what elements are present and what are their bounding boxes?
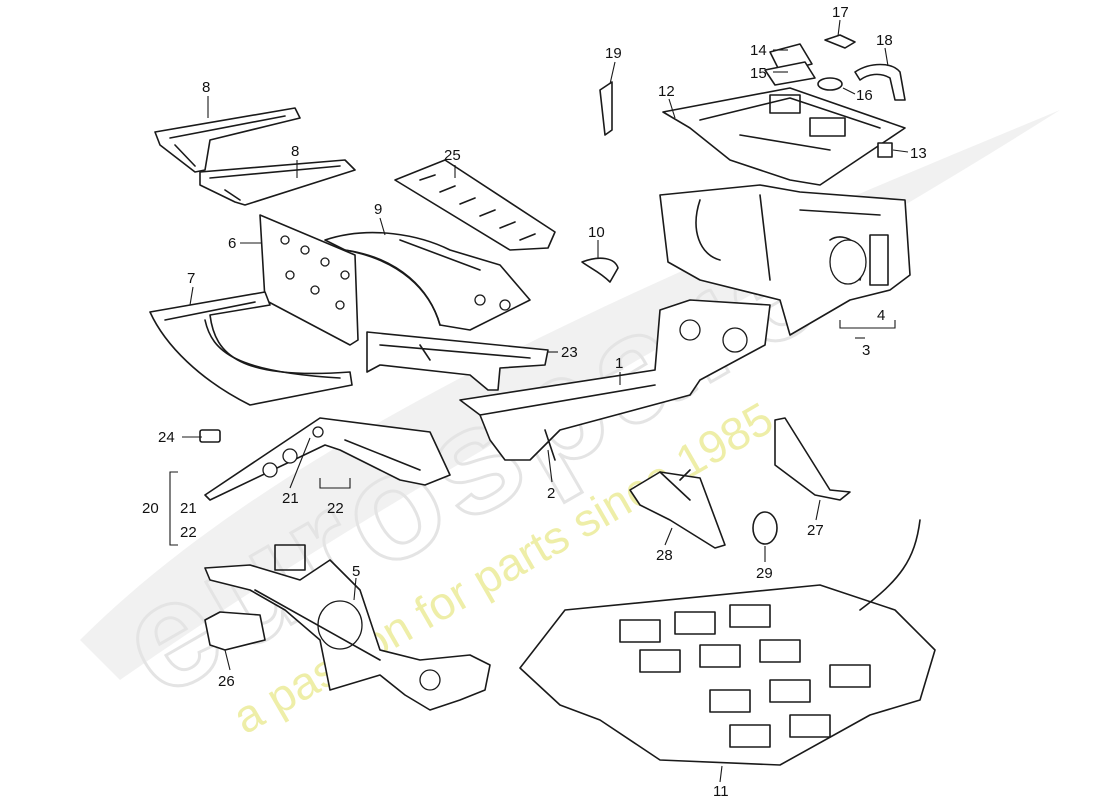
part-8-upper [154, 107, 301, 173]
callout-20: 20 [142, 500, 159, 517]
callout-21b: 21 [282, 490, 299, 507]
callout-18: 18 [876, 32, 893, 49]
part-6 [259, 214, 359, 346]
part-17 [824, 34, 856, 49]
callout-16: 16 [856, 87, 873, 104]
part-27 [774, 417, 851, 501]
leader-lines [169, 19, 909, 783]
part-13 [877, 142, 893, 158]
part-18 [854, 63, 906, 101]
callout-7: 7 [187, 270, 195, 287]
callout-22b: 22 [327, 500, 344, 517]
callout-28: 28 [656, 547, 673, 564]
callout-13: 13 [910, 145, 927, 162]
callout-labels: 8 8 6 7 9 25 10 23 1 24 20 21 22 21 22 2… [142, 4, 927, 800]
part-16 [817, 77, 843, 91]
callout-26: 26 [218, 673, 235, 690]
callout-12: 12 [658, 83, 675, 100]
callout-24: 24 [158, 429, 175, 446]
callout-6: 6 [228, 235, 236, 252]
callout-2: 2 [547, 485, 555, 502]
part-28 [629, 469, 726, 549]
part-29 [752, 511, 778, 545]
callout-19: 19 [605, 45, 622, 62]
callout-8b: 8 [291, 143, 299, 160]
part-26 [204, 611, 266, 651]
callout-22a: 22 [180, 524, 197, 541]
callout-17: 17 [832, 4, 849, 21]
part-23 [366, 331, 549, 391]
part-8-lower [199, 159, 356, 206]
part-21-22-sill [204, 417, 451, 501]
part-5-axle [204, 544, 491, 711]
part-1 [459, 299, 771, 461]
part-11-floor-pan [519, 519, 936, 766]
callout-8a: 8 [202, 79, 210, 96]
part-10 [581, 257, 619, 283]
part-7 [149, 291, 353, 406]
callout-14: 14 [750, 42, 767, 59]
callout-5: 5 [352, 563, 360, 580]
part-24 [199, 429, 221, 443]
callout-4: 4 [877, 307, 885, 324]
callout-10: 10 [588, 224, 605, 241]
part-3-4-rear-body [659, 184, 911, 336]
callout-27: 27 [807, 522, 824, 539]
callout-1: 1 [615, 355, 623, 372]
callout-21a: 21 [180, 500, 197, 517]
part-14-15 [764, 43, 816, 86]
callout-15: 15 [750, 65, 767, 82]
callout-9: 9 [374, 201, 382, 218]
part-25 [394, 159, 556, 251]
callout-29: 29 [756, 565, 773, 582]
callout-23: 23 [561, 344, 578, 361]
part-12 [662, 87, 906, 186]
callout-11: 11 [713, 783, 729, 800]
part-19 [599, 81, 613, 136]
part-9 [324, 231, 531, 331]
callout-3: 3 [862, 342, 870, 359]
callout-25: 25 [444, 147, 461, 164]
